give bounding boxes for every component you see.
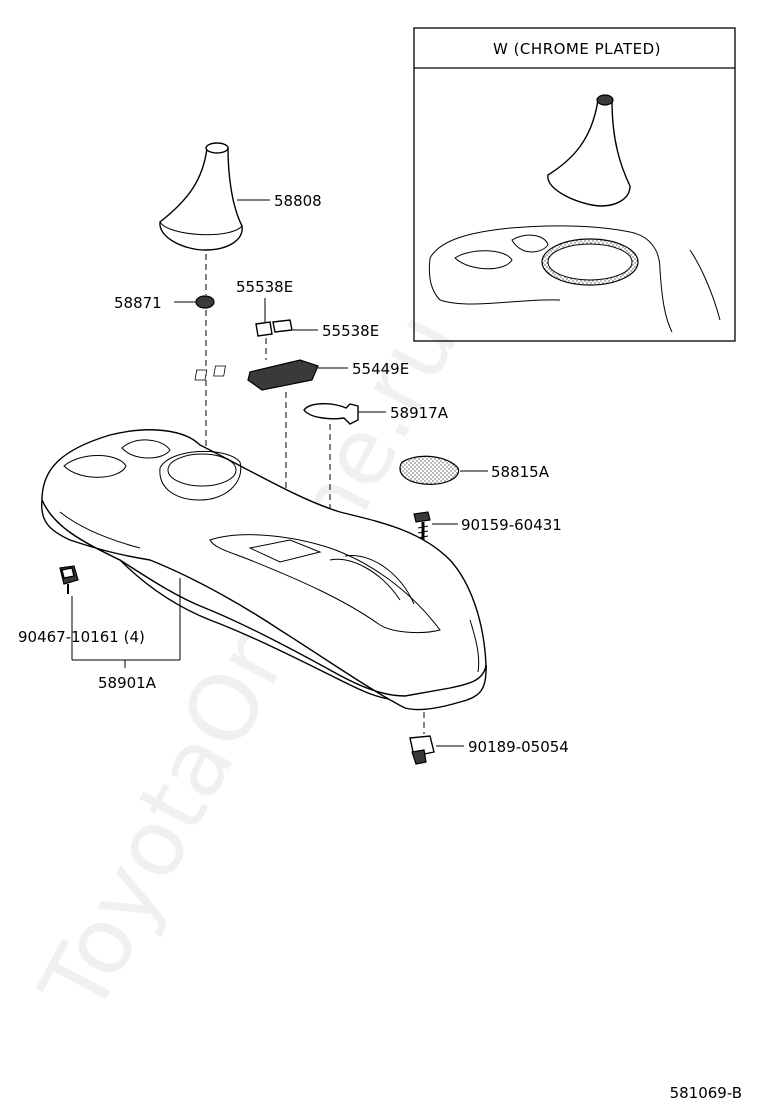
console-tray-slot: [248, 539, 322, 563]
plate-slot-2: [213, 365, 226, 377]
label-58901A: 58901A: [98, 674, 157, 692]
clip-55538E-right: [272, 319, 293, 333]
label-55538E-right: 55538E: [322, 322, 379, 340]
inset-console-right-edge: [689, 249, 721, 321]
console-right-edge-line: [469, 619, 480, 673]
plate-slot-1: [194, 369, 208, 381]
label-90467-10161: 90467-10161 (4): [18, 628, 145, 646]
console-cupholder-front-left: [63, 455, 127, 478]
bushing-58871: [195, 295, 215, 309]
console-side-face: [41, 497, 487, 711]
pad-58815A: [399, 455, 460, 485]
label-55538E-top: 55538E: [236, 278, 293, 296]
inset-title: W (CHROME PLATED): [493, 40, 661, 58]
shift-boot-top-opening: [205, 142, 229, 154]
console-gate-curve-2: [344, 555, 415, 605]
console-tray: [209, 534, 441, 634]
nut-90189-05054: [409, 735, 435, 765]
console-lower-trim-line: [59, 511, 141, 549]
inset-console-outline: [429, 225, 673, 333]
inset-chrome-ring-inner: [547, 243, 633, 281]
inset-console-edge: [428, 257, 441, 301]
cover-58917A: [303, 403, 359, 425]
inset-chrome-plated: W (CHROME PLATED): [413, 27, 736, 342]
clip-55538E-left: [255, 321, 273, 337]
console-gate-curve-1: [329, 558, 401, 601]
console-main-well: [159, 450, 242, 501]
inset-console-lower: [439, 299, 561, 305]
label-90189-05054: 90189-05054: [468, 738, 569, 756]
clip-90467-10161: [59, 565, 79, 594]
label-58871: 58871: [114, 294, 162, 312]
label-90159-60431: 90159-60431: [461, 516, 562, 534]
shift-boot-58808: [159, 147, 243, 251]
label-58808: 58808: [274, 192, 322, 210]
figure-code: 581069-B: [670, 1084, 742, 1102]
console-box-58901A: [41, 429, 487, 711]
label-58815A: 58815A: [491, 463, 550, 481]
inset-boot-top-ring: [596, 94, 614, 106]
label-55449E: 55449E: [352, 360, 409, 378]
console-main-well-rim: [167, 453, 237, 487]
label-58917A: 58917A: [390, 404, 449, 422]
console-outer-shell: [41, 429, 487, 701]
inset-cupholder-left: [454, 250, 513, 270]
shift-boot-rim: [159, 221, 243, 236]
plate-55449E: [247, 359, 319, 391]
inset-cupholder-right: [511, 234, 549, 253]
inset-frame: [413, 27, 736, 342]
console-cupholder-front-right: [121, 439, 171, 459]
inset-shift-boot: [547, 99, 631, 207]
